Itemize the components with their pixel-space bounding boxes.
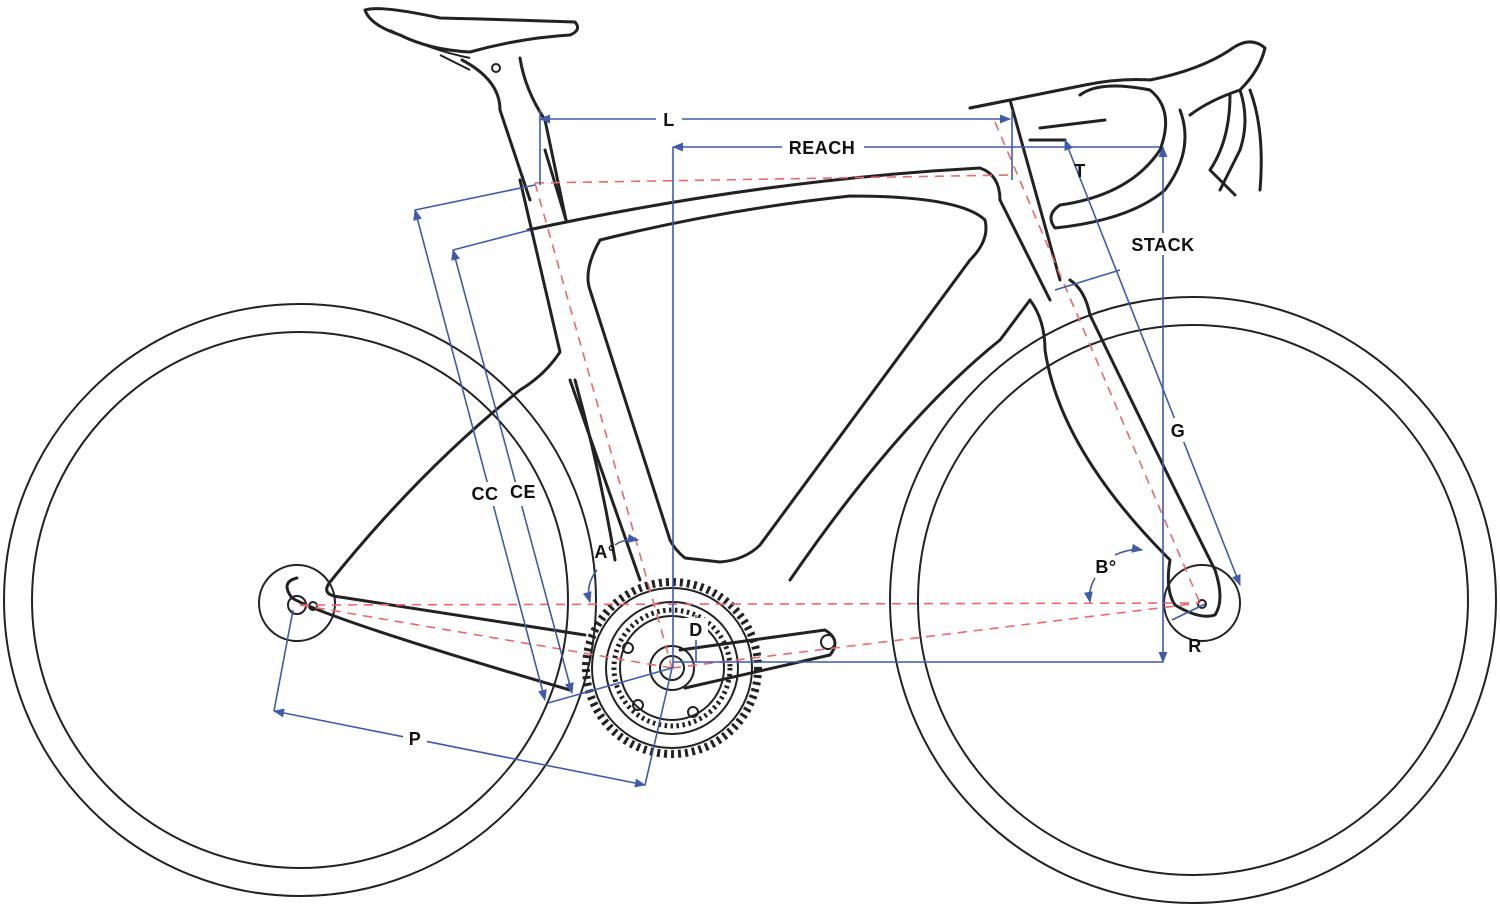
label-r: R xyxy=(1188,636,1202,656)
label-ce: CE xyxy=(510,482,536,502)
label-reach: REACH xyxy=(789,138,856,158)
label-stack: STACK xyxy=(1131,235,1194,255)
label-a-angle: A° xyxy=(594,542,615,562)
label-b-angle: B° xyxy=(1095,557,1116,577)
dimension-lines xyxy=(272,110,1241,788)
label-l: L xyxy=(663,110,675,130)
label-d: D xyxy=(689,620,703,640)
rear-wheel xyxy=(3,303,597,897)
front-wheel xyxy=(889,296,1497,904)
label-p: P xyxy=(409,729,422,749)
frame xyxy=(258,7,1267,692)
label-cc: CC xyxy=(472,484,499,504)
crankset xyxy=(582,578,837,758)
label-t: T xyxy=(1074,161,1086,181)
dimension-labels: L REACH T STACK G B° R CC CE A° D P xyxy=(403,108,1202,749)
label-g: G xyxy=(1171,421,1186,441)
